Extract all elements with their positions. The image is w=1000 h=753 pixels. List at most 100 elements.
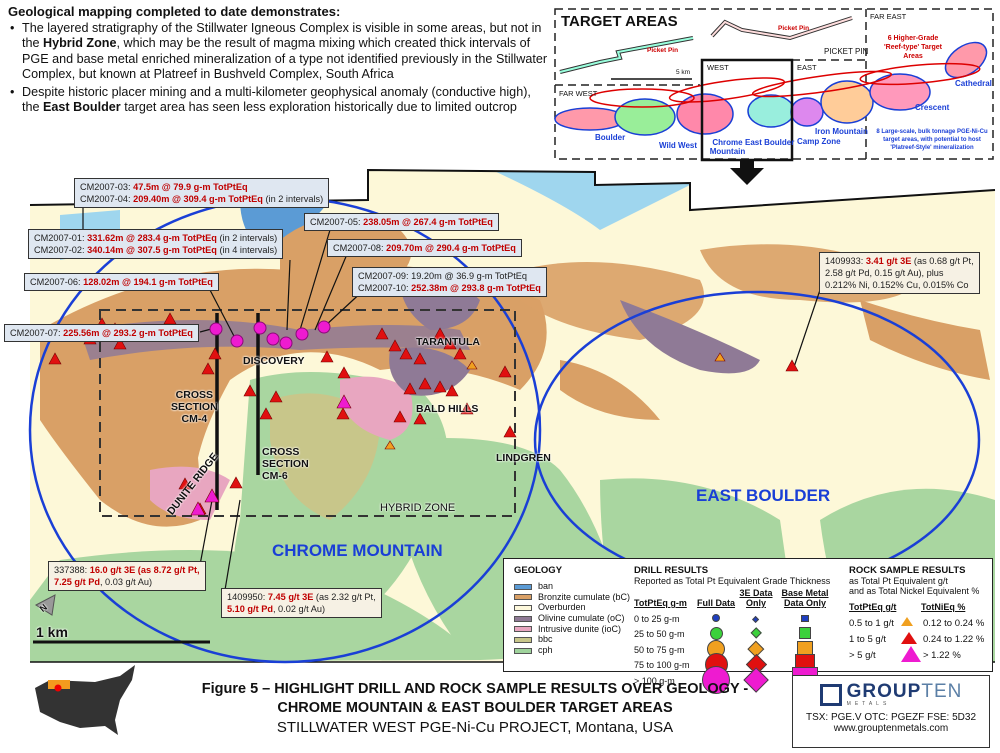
picket-pin-label: Picket Pin bbox=[647, 47, 679, 54]
red1: 7.45 g/t 3E bbox=[267, 592, 314, 602]
drill-diamond-icon bbox=[752, 615, 760, 623]
rock-sample-triangle bbox=[403, 382, 417, 395]
rock-cols: TotNiEq % bbox=[921, 602, 966, 612]
geology-legend-item: ban bbox=[514, 581, 630, 592]
label-discovery: DISCOVERY bbox=[243, 355, 305, 367]
label: Overburden bbox=[538, 602, 586, 613]
target-crescent: Crescent bbox=[915, 103, 950, 112]
intro-bullet: The layered stratigraphy of the Stillwat… bbox=[8, 21, 548, 83]
label-east-boulder: EAST BOULDER bbox=[696, 486, 831, 505]
result: 238.05m @ 267.4 g-m TotPtEq bbox=[363, 217, 493, 227]
rock-sample-triangle-low bbox=[466, 360, 478, 370]
red2: 7.25 g/t Pd bbox=[54, 577, 100, 587]
cross-cm4: SECTION bbox=[171, 401, 218, 413]
pt: 1 to 5 g/t bbox=[849, 633, 886, 645]
target-camp-zone: Camp Zone bbox=[797, 137, 841, 146]
red: 3.41 g/t 3E bbox=[865, 256, 912, 266]
cross-cm6: CM-6 bbox=[262, 470, 288, 482]
callout-cm2007-03-04: CM2007-03: 47.5m @ 79.9 g-m TotPtEq CM20… bbox=[74, 178, 330, 208]
geology-legend-item: Bronzite cumulate (bC) bbox=[514, 592, 630, 603]
cross-cm4: CROSS bbox=[175, 389, 213, 401]
label: bbc bbox=[538, 634, 553, 645]
cross-cm4: CM-4 bbox=[181, 413, 208, 425]
result: 209.40m @ 309.4 g-m TotPtEq bbox=[133, 194, 263, 204]
rock-sub1: as Total Pt Equivalent g/t bbox=[849, 576, 948, 586]
company-logo: GROUPTEN METALS TSX: PGE.V OTC: PGEZF FS… bbox=[792, 675, 990, 748]
rock-sample-triangle bbox=[48, 352, 62, 365]
cross-cm6: SECTION bbox=[262, 458, 309, 470]
rock-title: ROCK SAMPLE RESULTS bbox=[849, 565, 966, 576]
drill-square-icon bbox=[801, 614, 809, 622]
rock-sample-triangle bbox=[453, 347, 467, 360]
target-wild-west: Wild West bbox=[659, 141, 698, 150]
drill-sub: Reported as Total Pt Equivalent Grade Th… bbox=[634, 576, 831, 586]
rock-sample-triangle bbox=[375, 327, 389, 340]
target-east-boulder: East Boulder bbox=[745, 138, 795, 147]
rock-legend: ROCK SAMPLE RESULTS as Total Pt Equivale… bbox=[849, 565, 989, 663]
target-iron-mountain: Iron Mountain bbox=[815, 127, 868, 136]
cross-cm6: CROSS bbox=[262, 446, 300, 458]
id: 1409933: bbox=[825, 256, 864, 266]
rest: , 0.03 g/t Au) bbox=[99, 577, 153, 587]
rock-sample-triangle bbox=[413, 412, 427, 425]
rock-sample-triangle bbox=[113, 337, 127, 350]
label-bald-hills: BALD HILLS bbox=[416, 403, 479, 415]
result: 331.62m @ 283.4 g-m TotPtEq bbox=[87, 233, 217, 243]
callout-cm2007-05: CM2007-05: 238.05m @ 267.4 g-m TotPtEq bbox=[304, 213, 499, 231]
geology-legend-item: Intrusive dunite (ioC) bbox=[514, 624, 630, 635]
label: cph bbox=[538, 645, 553, 656]
label-hybrid-zone: HYBRID ZONE bbox=[380, 502, 456, 514]
id: 337388: bbox=[54, 565, 88, 575]
rock-sample-triangle bbox=[460, 402, 474, 415]
brand1: GROUP bbox=[846, 681, 922, 702]
geology-legend-item: cph bbox=[514, 645, 630, 656]
bold: East Boulder bbox=[43, 100, 121, 114]
geology-legend-item: Overburden bbox=[514, 602, 630, 613]
target-cathedral: Cathedral bbox=[955, 79, 992, 88]
drill-circle-icon bbox=[709, 626, 723, 640]
rock-sample-triangle bbox=[269, 390, 283, 403]
geology-swatch bbox=[514, 583, 532, 590]
line3: 0.212% Ni, 0.152% Cu, 0.015% Co bbox=[825, 280, 969, 290]
id: CM2007-05: bbox=[310, 217, 361, 227]
result: 128.02m @ 194.1 g-m TotPtEq bbox=[83, 277, 213, 287]
rock-sample-triangle bbox=[498, 365, 512, 378]
result: 340.14m @ 307.5 g-m TotPtEq bbox=[87, 245, 217, 255]
drill-legend-row: 25 to 50 g-m bbox=[634, 626, 834, 643]
drill-title: DRILL RESULTS bbox=[634, 565, 709, 576]
callout-cm2007-09-10: CM2007-09: 19.20m @ 36.9 g-m TotPtEq CM2… bbox=[352, 267, 547, 297]
id: CM2007-10: bbox=[358, 283, 409, 293]
rock-sample-triangle bbox=[320, 350, 334, 363]
callout-rock-1409933: 1409933: 3.41 g/t 3E (as 0.68 g/t Pt, 2.… bbox=[819, 252, 980, 294]
rock-sample-triangle bbox=[393, 410, 407, 423]
id: CM2007-03: bbox=[80, 182, 131, 192]
rock-sample-triangle bbox=[229, 476, 243, 489]
drill-cols: TotPtEq g-m bbox=[634, 598, 687, 608]
red1: 16.0 g/t 3E (as 8.72 g/t Pt, bbox=[89, 565, 200, 575]
line3: STILLWATER WEST PGE-Ni-Cu PROJECT, Monta… bbox=[276, 719, 674, 736]
region-picket-pin: PICKET PIN bbox=[824, 47, 869, 56]
scale-bar-label: 1 km bbox=[36, 624, 68, 640]
region-west: WEST bbox=[707, 63, 729, 72]
id: CM2007-06: bbox=[30, 277, 81, 287]
post: target area has seen less exploration hi… bbox=[120, 100, 517, 114]
label-lindgren: LINDGREN bbox=[496, 452, 551, 464]
geology-swatch bbox=[514, 647, 532, 654]
drill-legend-row: 0 to 25 g-m bbox=[634, 611, 834, 627]
geology-legend-item: bbc bbox=[514, 634, 630, 645]
rest1: (as 0.68 g/t Pt, bbox=[913, 256, 974, 266]
pt: > 5 g/t bbox=[849, 649, 876, 661]
rock-sample-triangle bbox=[399, 347, 413, 360]
label: Olivine cumulate (oC) bbox=[538, 613, 625, 624]
geology-swatch bbox=[514, 615, 532, 622]
rock-cols: TotPtEq g/t bbox=[849, 602, 897, 612]
region-far-west: FAR WEST bbox=[559, 89, 598, 98]
reef-note: 6 Higher-Grade 'Reef-type' Target Areas bbox=[883, 35, 943, 60]
drill-diamond-icon bbox=[750, 627, 762, 640]
inset-scale: 5 km bbox=[676, 69, 691, 76]
